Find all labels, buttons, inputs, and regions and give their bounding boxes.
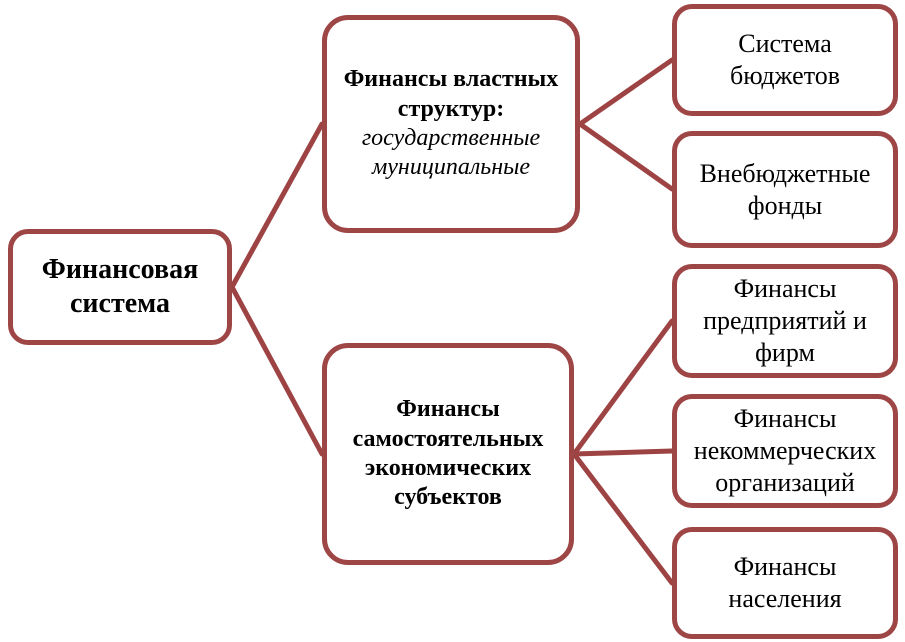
connector-independent-to-population <box>571 451 675 586</box>
node-budget-system: Система бюджетов <box>672 4 898 116</box>
node-independent-subjects-finances-label: Финансы самостоятельных экономических су… <box>352 396 544 511</box>
node-population-finances-label: Финансы населения <box>728 552 842 613</box>
node-population-finances: Финансы населения <box>672 527 898 639</box>
connector-authority-to-extrabudgetary <box>577 121 675 192</box>
node-authority-finances-subtitle: государственные муниципальные <box>361 125 541 181</box>
node-financial-system: Финансовая система <box>8 229 232 345</box>
node-financial-system-label: Финансовая система <box>41 253 199 319</box>
node-independent-subjects-finances: Финансы самостоятельных экономических су… <box>322 343 574 565</box>
node-extrabudgetary-funds-label: Внебюджетные фонды <box>699 158 871 220</box>
node-authority-finances-title: Финансы властных структур: <box>343 66 559 122</box>
node-enterprise-finances: Финансы предприятий и фирм <box>672 264 898 378</box>
connector-root-to-independent <box>229 284 325 457</box>
node-noncommercial-organizations-finances: Финансы некоммерческих организаций <box>672 394 898 508</box>
connector-independent-to-enterprises <box>571 318 675 457</box>
node-extrabudgetary-funds: Внебюджетные фонды <box>672 131 898 248</box>
connector-authority-to-budget-system <box>577 57 675 127</box>
connector-independent-to-noncommercial <box>571 448 675 457</box>
node-enterprise-finances-label: Финансы предприятий и фирм <box>703 274 867 367</box>
node-authority-finances: Финансы властных структур: государственн… <box>322 15 580 233</box>
connector-root-to-authority <box>229 121 325 290</box>
node-noncommercial-organizations-finances-label: Финансы некоммерческих организаций <box>693 404 877 497</box>
node-budget-system-label: Система бюджетов <box>729 29 841 90</box>
